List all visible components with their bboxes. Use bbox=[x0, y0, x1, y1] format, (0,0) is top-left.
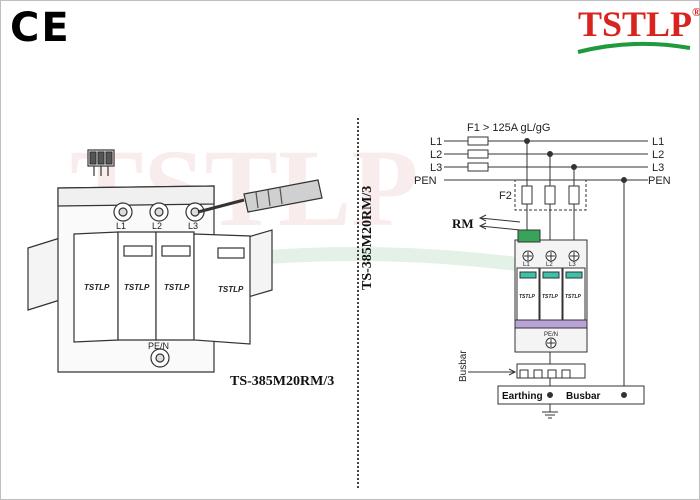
brand-logo: TSTLP® bbox=[578, 6, 700, 42]
schematic-rm-connector bbox=[517, 229, 541, 243]
earthing-busbar bbox=[497, 385, 645, 405]
registered-mark: ® bbox=[692, 5, 700, 19]
fuse-rating-label: F1 > 125A gL/gG bbox=[467, 122, 550, 134]
remote-signal-connector bbox=[87, 149, 115, 176]
left-label-l3: L3 bbox=[430, 162, 442, 174]
ce-certification-mark: CE bbox=[10, 5, 71, 51]
screwdriver-icon bbox=[197, 179, 323, 214]
module-logo-2: TSTLP bbox=[124, 283, 150, 292]
schematic-terminal-labels: L1 L2 L3 PE/N bbox=[523, 262, 576, 338]
device-label-ground: PE/N bbox=[148, 341, 169, 351]
model-label-device: TS-385M20RM/3 bbox=[230, 374, 335, 389]
busbar-comb bbox=[516, 363, 586, 379]
schematic-module-logo-2: TSTLP bbox=[542, 294, 558, 300]
left-label-pen: PEN bbox=[414, 175, 437, 187]
busbar-side-label: Busbar bbox=[458, 350, 469, 382]
schematic-label-ground: PE/N bbox=[544, 332, 558, 338]
brand-name: TSTLP bbox=[578, 4, 693, 44]
fuse-f2-box bbox=[514, 179, 587, 211]
fuse-f1-l1 bbox=[467, 136, 489, 146]
schematic-module-logo-1: TSTLP bbox=[519, 294, 535, 300]
device-label-l2: L2 bbox=[152, 221, 162, 231]
module-l3 bbox=[193, 233, 251, 345]
schematic-purple-band bbox=[514, 319, 588, 329]
earthing-label: Earthing bbox=[502, 391, 543, 402]
left-label-l2: L2 bbox=[430, 149, 442, 161]
module-logo-3: TSTLP bbox=[164, 283, 190, 292]
fuse-f2-label: F2 bbox=[499, 190, 512, 202]
right-label-l3: L3 bbox=[652, 162, 664, 174]
right-label-pen: PEN bbox=[648, 175, 671, 187]
device-terminal-labels: L1 L2 L3 PE/N bbox=[116, 221, 198, 351]
model-label-schematic: TS-385M20RM/3 bbox=[360, 185, 375, 290]
device-label-l3: L3 bbox=[188, 221, 198, 231]
rm-arrow-2 bbox=[479, 225, 521, 231]
device-label-l1: L1 bbox=[116, 221, 126, 231]
schematic-module-logos: TSTLP TSTLP TSTLP bbox=[519, 294, 581, 300]
schematic-label-l1: L1 bbox=[523, 262, 530, 268]
module-logo-4: TSTLP bbox=[218, 285, 244, 294]
fuse-f1-l3 bbox=[467, 162, 489, 172]
fuse-f1-l2 bbox=[467, 149, 489, 159]
device-module-logos: TSTLP TSTLP TSTLP TSTLP bbox=[84, 283, 244, 294]
schematic-module-logo-3: TSTLP bbox=[565, 294, 581, 300]
brand-swoosh-icon bbox=[577, 41, 691, 54]
right-label-l1: L1 bbox=[652, 136, 664, 148]
wiring-schematic bbox=[444, 136, 648, 419]
schematic-label-l2: L2 bbox=[546, 262, 553, 268]
right-label-l2: L2 bbox=[652, 149, 664, 161]
section-divider bbox=[357, 118, 359, 488]
remote-signal-label: RM bbox=[452, 216, 474, 231]
rm-arrow-1 bbox=[479, 217, 521, 223]
din-rail-left bbox=[27, 237, 61, 311]
module-logo-1: TSTLP bbox=[84, 283, 110, 292]
spd-device-illustration bbox=[27, 149, 323, 373]
schematic-label-l3: L3 bbox=[569, 262, 576, 268]
left-label-l1: L1 bbox=[430, 136, 442, 148]
schematic-labels: F1 > 125A gL/gG L1 L2 L3 PEN L1 L2 L3 PE… bbox=[414, 122, 671, 202]
busbar-label: Busbar bbox=[566, 391, 601, 402]
earthing-bar-labels: Earthing Busbar bbox=[502, 391, 601, 402]
